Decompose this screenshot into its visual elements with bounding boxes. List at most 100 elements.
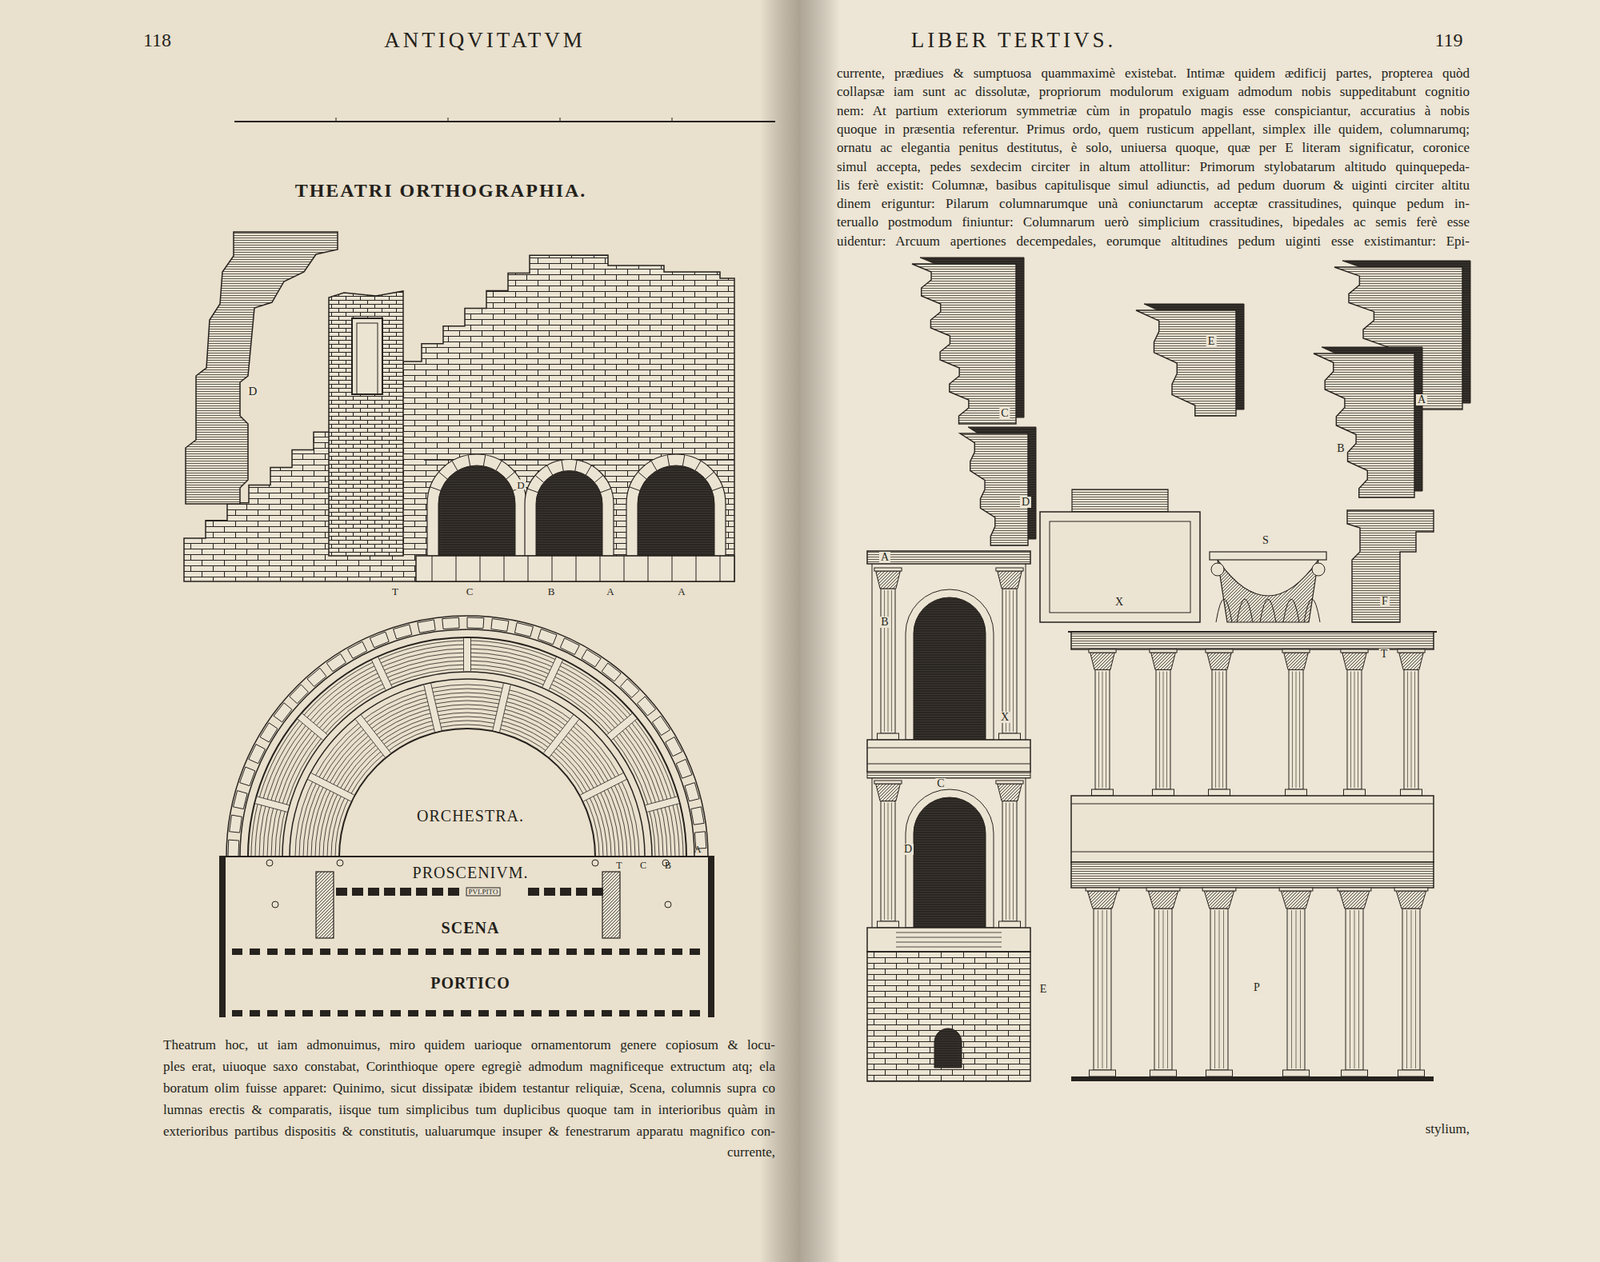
capital [1280,891,1311,909]
ring-block [652,716,670,736]
page-number: 118 [143,29,172,52]
text-line: currente, [727,1144,776,1161]
plan-arc [279,668,656,857]
column-dot [592,860,599,867]
capital [997,784,1023,802]
aisle-edge [607,713,632,735]
arch-opening [637,465,715,556]
callout-letter: X [1113,596,1125,608]
profile-e [1136,310,1236,416]
flute [1406,910,1408,1069]
voussoir [712,487,723,492]
plan-label: PVLPITO [466,888,501,897]
flute [1167,910,1168,1069]
column-base [877,733,900,740]
rule-tick [672,117,673,122]
column-base [999,733,1021,740]
ring-block [665,737,683,757]
voussoir [547,465,553,476]
aisle [358,717,388,756]
portico-column [460,1010,472,1017]
ring-block [637,696,656,716]
figure-title: THEATRI ORTHOGRAPHIA. [295,180,588,203]
portico-column [372,948,384,956]
column-base [877,921,900,928]
aisle [375,659,389,689]
column-base [1206,1070,1233,1077]
cornice-line [1068,631,1437,633]
aisle-edge [463,638,464,672]
capital-abacus [1209,552,1327,560]
acanthus-leaf [1216,599,1232,623]
capital [1090,652,1116,670]
portico-column [408,948,419,956]
portico-column [425,948,436,956]
flute [1357,671,1359,788]
flute [1358,910,1360,1069]
plan-arc [319,708,616,857]
portico-column [478,948,489,956]
ring-block [620,679,640,699]
plan-arc [226,616,708,857]
flute [1005,803,1007,920]
acanthus-leaf [1236,599,1253,623]
ring-block [684,783,700,802]
text-line: currente, prædiues & sumptuosa quammaxim… [836,65,1470,82]
arch-ring [626,454,726,556]
ring-block [417,620,436,633]
side-wall [219,856,226,1018]
arch-ring [524,460,614,557]
flute [1214,910,1216,1069]
plan-label: PORTICO [430,974,511,993]
abacus [1337,888,1372,892]
acanthus-leaf [1304,599,1320,623]
text-line: collapsæ iam sunt ac dissolutæ, proprior… [836,84,1470,101]
scena-block [432,888,444,896]
aisle-edge [549,720,580,758]
ring-block [307,668,327,687]
column-shaft [1210,908,1228,1071]
voussoir [705,472,715,480]
text-line: exterioribus partibus dispositis & const… [163,1124,776,1140]
aisle-edge [492,684,504,731]
flute [1158,910,1160,1069]
column-dot [664,901,672,908]
flute [1102,910,1104,1069]
voussoir [667,455,669,467]
flute [1415,910,1416,1069]
capital [876,784,901,802]
entablature-profile [1347,510,1434,623]
joint [552,556,553,582]
flute [1005,590,1007,732]
column-base [1400,789,1423,796]
scena-block [336,888,348,896]
scena-block [544,888,556,896]
text-line: lumnas erectis & comparatis, iisque tum … [163,1102,776,1119]
left-page [0,0,800,1262]
voussoir [452,460,458,471]
portico-column [566,1010,577,1017]
ring-block [467,617,484,629]
plan-arc [315,704,620,857]
flute [1350,671,1352,788]
joint [624,556,625,582]
plan-label: ORCHESTRA. [416,807,524,826]
capital [876,571,901,589]
scena-block [416,888,428,896]
portico-column [654,1010,665,1017]
column-shaft [1402,908,1420,1071]
ring-block [229,815,243,833]
ring-block [393,624,412,640]
acanthus-leaf [1283,599,1300,623]
page-number: 119 [1434,29,1463,52]
portico-column [672,1010,683,1017]
callout-letter: A [693,844,701,856]
rusticated-base [416,556,735,582]
ring-block [691,807,704,825]
callout-letter: B [1335,443,1346,455]
plan-label: SCENA [441,919,500,938]
stair-pedestal [867,928,1031,952]
pedestal-band [867,740,1031,772]
text-line: Theatrum hoc, ut iam admonuimus, miro qu… [163,1037,776,1054]
callout-letter: A [1416,394,1428,406]
